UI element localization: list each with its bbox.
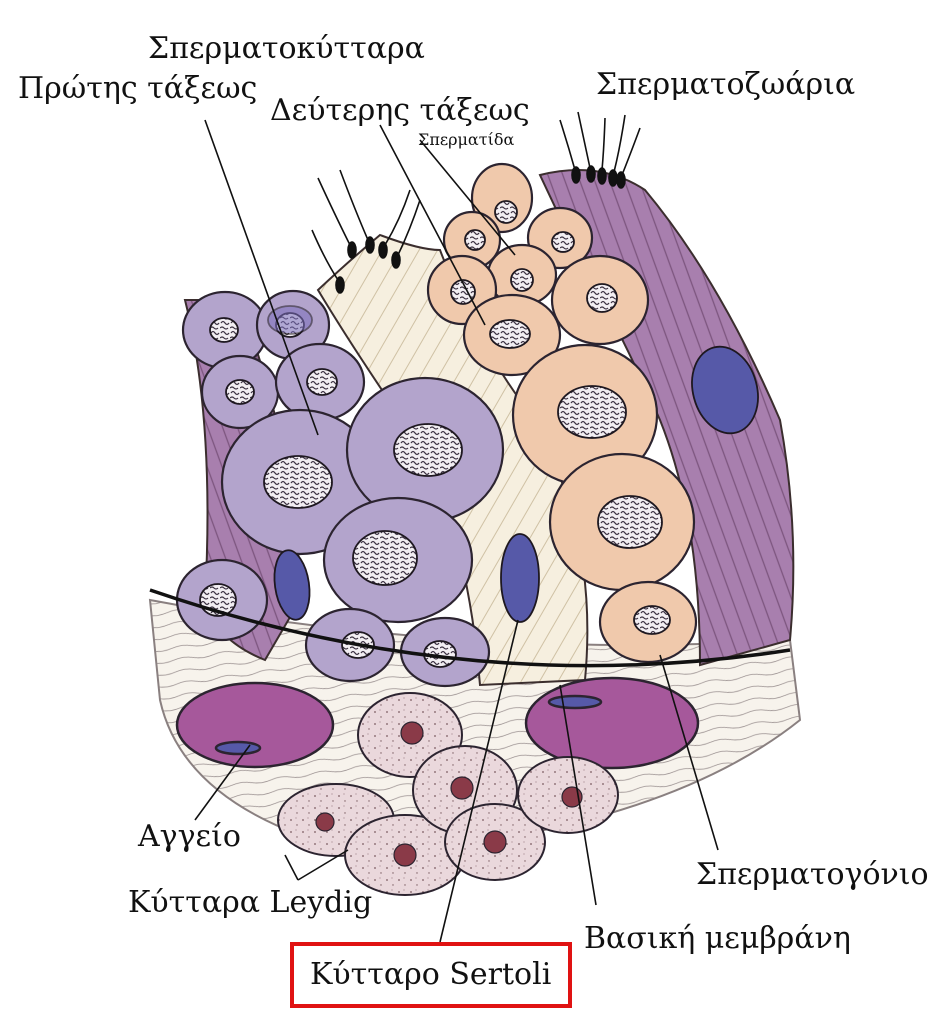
- label-leydig: Κύτταρα Leydig: [128, 886, 372, 920]
- leydig-nucleus: [316, 813, 334, 831]
- leydig-nucleus: [394, 844, 416, 866]
- nucleus: [465, 230, 485, 250]
- vessel-endothelial-nucleus: [549, 696, 601, 708]
- label-primary: Πρώτης τάξεως: [18, 72, 257, 106]
- label-spermatocytes: Σπερματοκύτταρα: [148, 32, 425, 66]
- label-sertoli: Κύτταρο Sertoli: [310, 958, 551, 992]
- nucleus: [264, 456, 332, 508]
- nucleus: [394, 424, 462, 476]
- sertoli-nucleus: [501, 534, 539, 622]
- nucleus: [210, 318, 238, 342]
- label-spermatogonium: Σπερματογόνιο: [696, 858, 929, 892]
- nucleus: [587, 284, 617, 312]
- nucleus: [598, 496, 662, 548]
- leydig-nucleus: [484, 831, 506, 853]
- leydig-nucleus: [401, 722, 423, 744]
- nucleus: [511, 269, 533, 291]
- nucleus: [490, 320, 530, 348]
- label-vessel: Αγγείο: [138, 820, 241, 854]
- nucleus: [558, 386, 626, 438]
- nucleus: [495, 201, 517, 223]
- vessel-endothelial-nucleus: [216, 742, 260, 754]
- leydig-nucleus: [451, 777, 473, 799]
- nucleus: [353, 531, 417, 585]
- vessel: [526, 678, 698, 768]
- stromal-nucleus: [268, 306, 312, 334]
- label-spermatid: Σπερματίδα: [418, 130, 514, 150]
- leader-line-leydig-1: [285, 855, 298, 880]
- label-spermatozoa: Σπερματοζωάρια: [596, 68, 855, 102]
- nucleus: [552, 232, 574, 252]
- vessel: [177, 683, 333, 767]
- nucleus: [226, 380, 254, 404]
- label-secondary: Δεύτερης τάξεως: [270, 94, 530, 128]
- nucleus: [307, 369, 337, 395]
- label-basement-membrane: Βασική μεμβράνη: [584, 922, 851, 956]
- nucleus: [634, 606, 670, 634]
